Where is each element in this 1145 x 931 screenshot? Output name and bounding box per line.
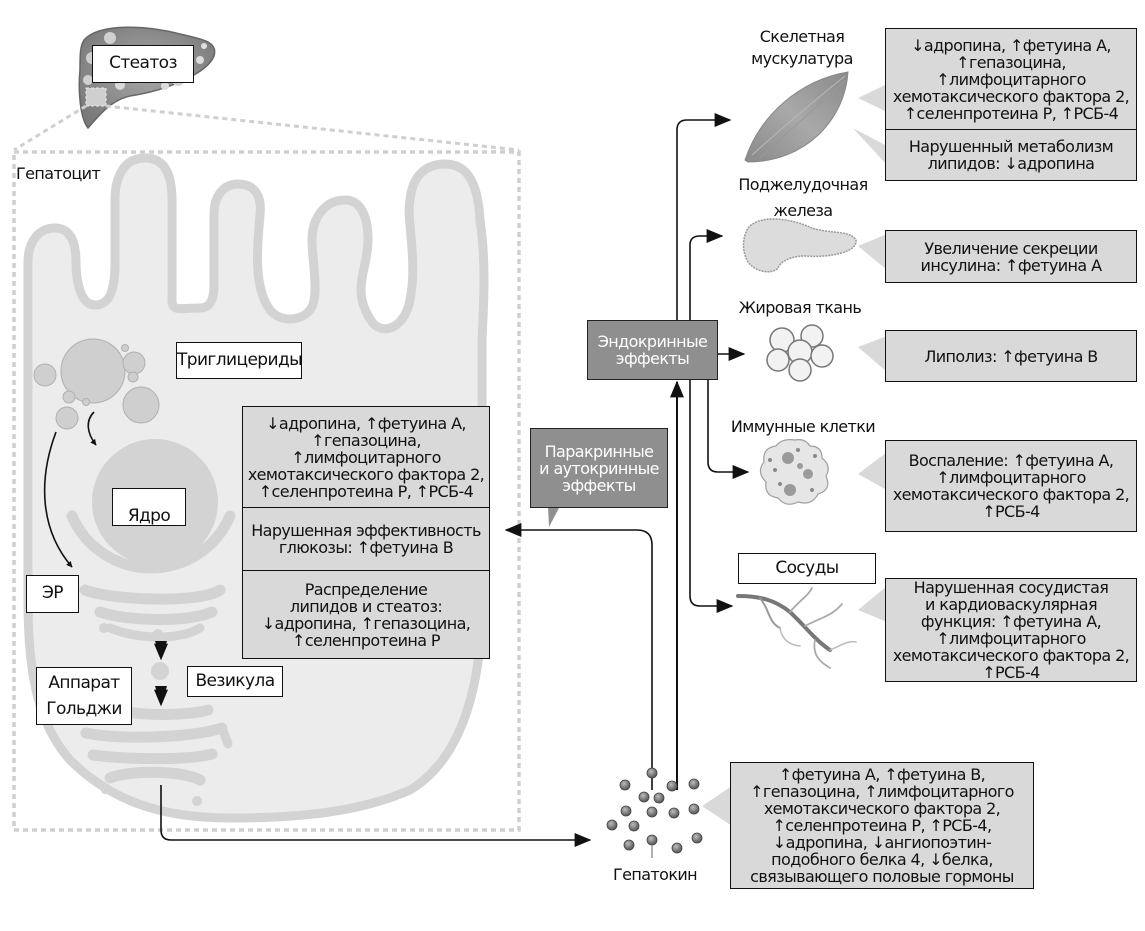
zoom-region-marker (85, 87, 107, 107)
hepatocyte-effect-2: Нарушенная эффективность глюкозы: ↑фетуи… (243, 507, 489, 570)
er-label: ЭР (26, 575, 79, 613)
pancreas-label: Поджелудочная железа (738, 175, 868, 220)
muscle-effects-panel: ↓адропина, ↑фетуина А, ↑гепазоцина, ↑лим… (885, 28, 1137, 181)
vessels-label: Сосуды (738, 553, 876, 584)
hepatocyte-effects-panel: ↓адропина, ↑фетуина А, ↑гепазоцина, ↑лим… (242, 406, 490, 659)
triglycerides-label: Триглицериды (176, 342, 303, 379)
hepatocyte-effect-3: Распределение липидов и стеатоз: ↓адропи… (243, 570, 489, 658)
hepatokine-label: Гепатокин (612, 865, 698, 884)
paracrine-callout-tail (548, 506, 560, 527)
muscle-effect-1: ↓адропина, ↑фетуина А, ↑гепазоцина, ↑лим… (892, 35, 1130, 123)
vessels-effect-box: Нарушенная сосудистая и кардиоваскулярна… (885, 578, 1137, 682)
blood-vessels-icon (736, 587, 857, 669)
steatosis-label: Стеатоз (92, 45, 194, 83)
er-to-vesicle-arrowheads (155, 641, 167, 705)
nucleus-label: Ядро (112, 488, 186, 526)
endocrine-effects-box: Эндокринные эффекты (587, 320, 718, 380)
golgi-label: Аппарат Гольджи (36, 667, 132, 725)
paracrine-effects-box: Паракринные и аутокринные эффекты (530, 428, 668, 508)
callout-tails (702, 84, 887, 826)
vesicle-icon (151, 662, 169, 680)
er-icon (66, 510, 236, 642)
hepatokine-icon (606, 767, 703, 858)
immune-cells-label: Иммунные клетки (730, 417, 876, 436)
paracrine-arrow (504, 523, 653, 790)
muscle-label: Скелетная мускулатура (751, 27, 853, 68)
adipose-label: Жировая ткань (738, 298, 862, 317)
hepatocyte-effect-1: ↓адропина, ↑фетуина А, ↑гепазоцина, ↑лим… (247, 413, 485, 501)
intracellular-arrows (43, 411, 592, 847)
adipose-effect-box: Липолиз: ↑фетуина В (885, 330, 1137, 382)
muscle-effect-2: Нарушенный метаболизм липидов: ↓адропина (886, 129, 1136, 180)
pancreas-effect-box: Увеличение секреции инсулина: ↑фетуина А (885, 230, 1137, 283)
pancreas-icon (742, 218, 857, 273)
golgi-icon (80, 704, 233, 806)
hepatocyte-frame (12, 150, 521, 832)
skeletal-muscle-icon (744, 71, 849, 163)
vesicle-label: Везикула (187, 666, 283, 697)
hepatocyte-label: Гепатоцит (16, 164, 101, 183)
adipose-tissue-icon (766, 324, 834, 382)
immune-cell-icon (759, 439, 829, 505)
hepatokine-list-box: ↑фетуина А, ↑фетуина В, ↑гепазоцина, ↑ли… (730, 762, 1034, 889)
lipid-droplets-icon (33, 338, 160, 430)
endocrine-branch-arrows (676, 113, 750, 613)
immune-effect-box: Воспаление: ↑фетуина А, ↑лимфоцитарного … (885, 440, 1137, 532)
zoom-guide-lines (13, 104, 520, 152)
